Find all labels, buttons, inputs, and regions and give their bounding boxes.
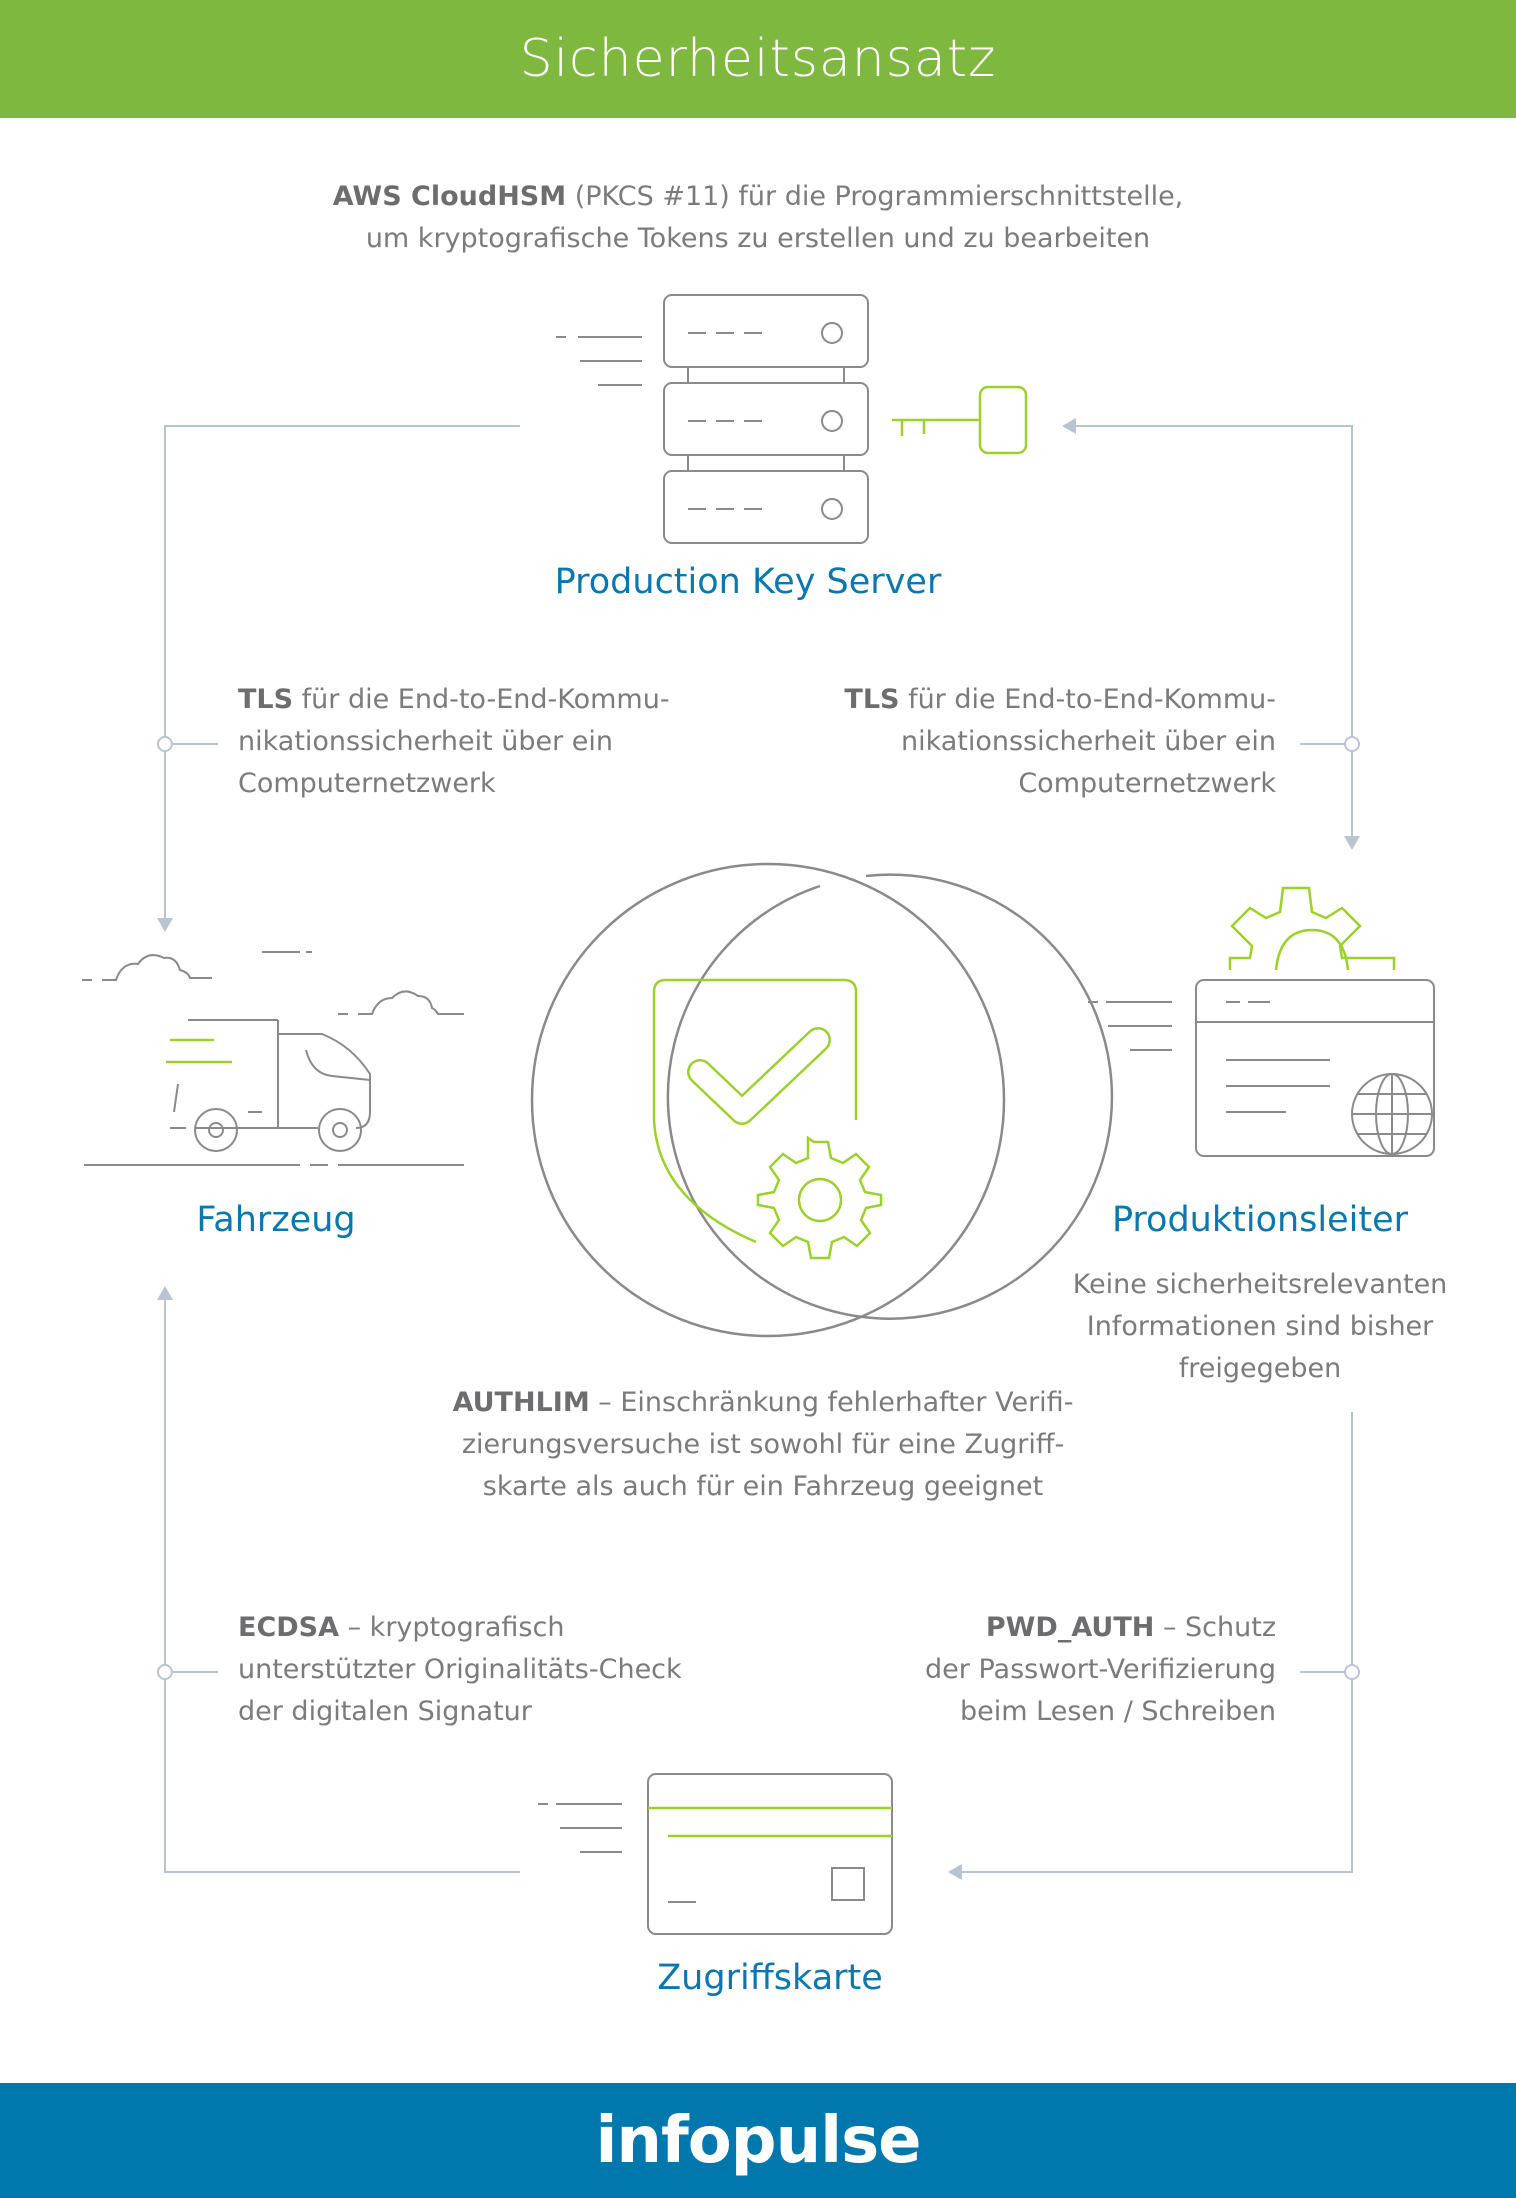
authlim-line2: zierungsversuche ist sowohl für eine Zug…: [461, 1429, 1065, 1460]
gear-manager-icon: [1228, 886, 1396, 971]
tls-left-line3: Computernetzwerk: [238, 768, 496, 799]
connector-lines: [164, 425, 1353, 1873]
tls-left-note: TLS für die End-to-End-Kommu- nikationss…: [238, 679, 708, 805]
ecdsa-bold: ECDSA: [238, 1612, 340, 1643]
access-card-icon: [538, 1773, 893, 1935]
manager-note-line3: freigegeben: [1178, 1353, 1342, 1384]
arrow-up-vehicle-icon: [157, 1286, 173, 1300]
truck-speed-lines: [166, 1038, 232, 1064]
node-label-vehicle: Fahrzeug: [196, 1200, 356, 1240]
connector-server-to-manager: [1070, 425, 1353, 838]
tls-right-bold: TLS: [844, 684, 900, 715]
tls-left-line2: nikationssicherheit über ein: [238, 726, 614, 757]
pwd-auth-note: PWD_AUTH – Schutz der Passwort-Verifizie…: [806, 1607, 1276, 1733]
pwd-auth-line2: der Passwort-Verifizierung: [925, 1654, 1276, 1685]
ecdsa-line1: – kryptografisch: [339, 1612, 565, 1643]
ecdsa-line3: der digitalen Signatur: [238, 1696, 532, 1727]
top-note-bold: AWS CloudHSM: [332, 181, 567, 212]
ecdsa-note: ECDSA – kryptografisch unterstützter Ori…: [238, 1607, 708, 1733]
tls-right-line1: für die End-to-End-Kommu-: [899, 684, 1276, 715]
node-label-manager: Produktionsleiter: [1111, 1200, 1409, 1240]
authlim-line3: skarte als auch für ein Fahrzeug geeigne…: [482, 1471, 1044, 1502]
infopulse-logo: infopulse: [595, 2103, 921, 2178]
connector-manager-to-card: [958, 1412, 1353, 1873]
arrow-left-server-icon: [1062, 418, 1076, 434]
manager-note-line2: Informationen sind bisher: [1086, 1311, 1434, 1342]
arrow-down-vehicle-icon: [157, 918, 173, 932]
manager-note-line1: Keine sicherheitsrelevanten: [1072, 1269, 1448, 1300]
pwd-auth-bold: PWD_AUTH: [985, 1612, 1155, 1643]
tls-right-line2: nikationssicherheit über ein: [900, 726, 1276, 757]
card-stripes: [648, 1806, 892, 1838]
connector-server-to-vehicle: [164, 425, 520, 918]
tls-right-note: TLS für die End-to-End-Kommu- nikationss…: [806, 679, 1276, 805]
top-note: AWS CloudHSM (PKCS #11) für die Programm…: [258, 176, 1258, 260]
ecdsa-line2: unterstützter Originalitäts-Check: [238, 1654, 682, 1685]
arrow-down-manager-icon: [1344, 836, 1360, 850]
connector-card-to-vehicle: [164, 1298, 520, 1873]
tls-left-bold: TLS: [238, 684, 294, 715]
footer-banner: infopulse: [0, 2083, 1516, 2198]
page-title: Sicherheitsansatz: [519, 29, 997, 89]
connector-dot-pwd: [1344, 1664, 1360, 1680]
top-note-line1: (PKCS #11) für die Programmierschnittste…: [566, 181, 1184, 212]
arrow-left-card-icon: [948, 1864, 962, 1880]
connector-dot-tls-left: [157, 736, 173, 752]
gear-center-icon: [756, 1135, 883, 1260]
production-manager-icon: [1088, 979, 1435, 1157]
key-icon: [892, 385, 1028, 455]
shield-check-icon: [652, 978, 858, 1244]
center-emblem: [530, 862, 1114, 1338]
tls-right-line3: Computernetzwerk: [1018, 768, 1276, 799]
server-icon: [556, 294, 869, 544]
connector-nodes: [157, 736, 1360, 1680]
connector-dot-ecdsa: [157, 1664, 173, 1680]
tls-left-line1: für die End-to-End-Kommu-: [293, 684, 670, 715]
truck-icon: [82, 951, 464, 1166]
top-note-line2: um kryptografische Tokens zu erstellen u…: [365, 223, 1151, 254]
header-banner: Sicherheitsansatz: [0, 0, 1516, 118]
authlim-line1: – Einschränkung fehlerhafter Verifi-: [589, 1387, 1074, 1418]
manager-note: Keine sicherheitsrelevanten Informatione…: [1030, 1264, 1490, 1390]
authlim-bold: AUTHLIM: [452, 1387, 590, 1418]
pwd-auth-line3: beim Lesen / Schreiben: [960, 1696, 1276, 1727]
node-label-server: Production Key Server: [554, 562, 942, 602]
pwd-auth-line1: – Schutz: [1154, 1612, 1276, 1643]
node-label-card: Zugriffskarte: [657, 1958, 883, 1998]
arrowheads: [157, 418, 1360, 1880]
authlim-note: AUTHLIM – Einschränkung fehlerhafter Ver…: [398, 1382, 1128, 1508]
connector-dot-tls-right: [1344, 736, 1360, 752]
